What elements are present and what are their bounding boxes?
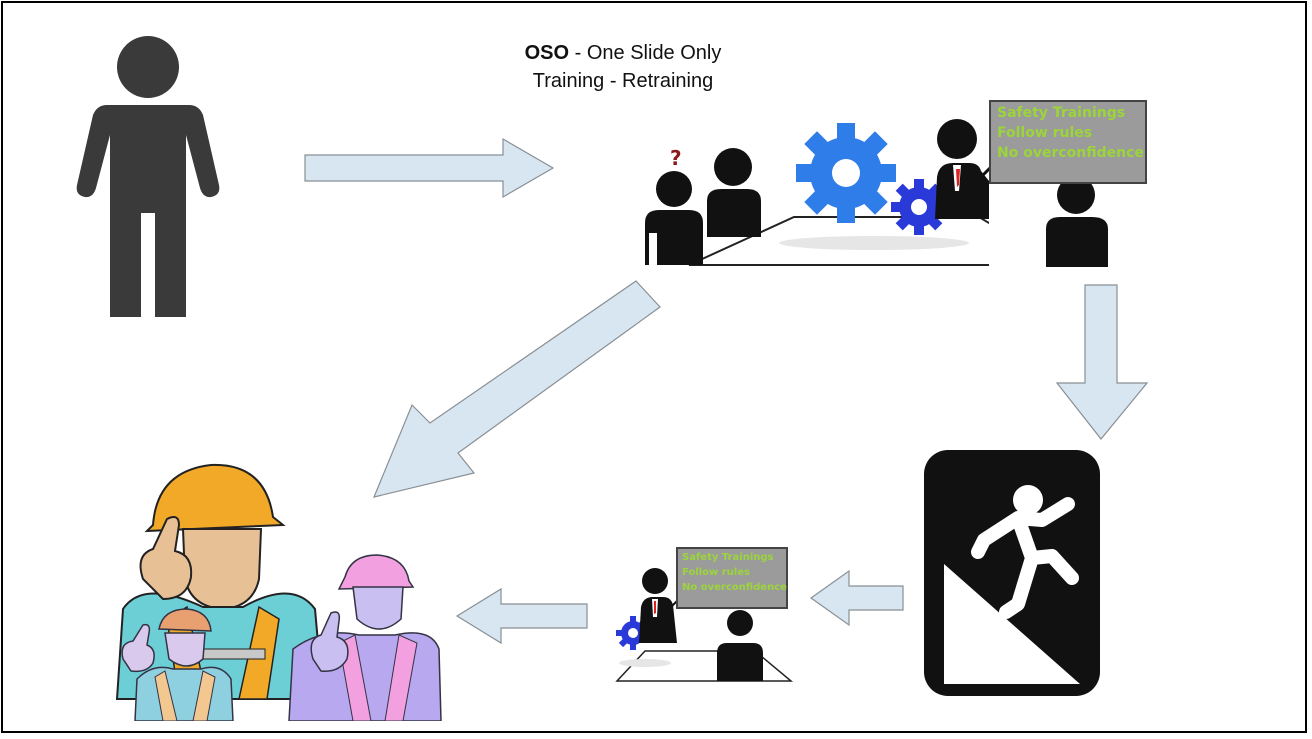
arrow-diagonal [372,280,661,498]
title-bold: OSO [524,42,570,64]
fall-hazard-icon [924,450,1100,696]
board-line: No overconfidence [997,145,1144,161]
subtitle: Training - Retraining [532,70,714,92]
board-line: No overconfidence [682,582,787,593]
board-line: Safety Trainings [682,552,774,563]
slide-header: OSO - One Slide Only Training - Retraini… [443,39,803,95]
arrow-left-bottom [455,587,588,645]
person-icon [76,36,220,317]
workers-thumbs-up-icon [115,463,442,721]
board-line: Follow rules [682,567,750,578]
board-line: Safety Trainings [997,105,1126,121]
arrow-down-right [1055,284,1149,440]
arrow-right-top [304,137,555,199]
board-line: Follow rules [997,125,1093,141]
whiteboard-top: Safety Trainings Follow rules No overcon… [989,100,1147,184]
meeting-scene-top [645,119,989,266]
meeting-scene-small [615,568,794,682]
whiteboard-small: Safety Trainings Follow rules No overcon… [676,547,788,609]
arrow-left-bottom-right [809,569,904,627]
title-line: OSO - One Slide Only [443,39,803,67]
gear-icon [796,123,896,223]
question-mark: ? [670,146,682,170]
title-rest: - One Slide Only [569,42,722,64]
meeting-person-right [1046,176,1108,267]
